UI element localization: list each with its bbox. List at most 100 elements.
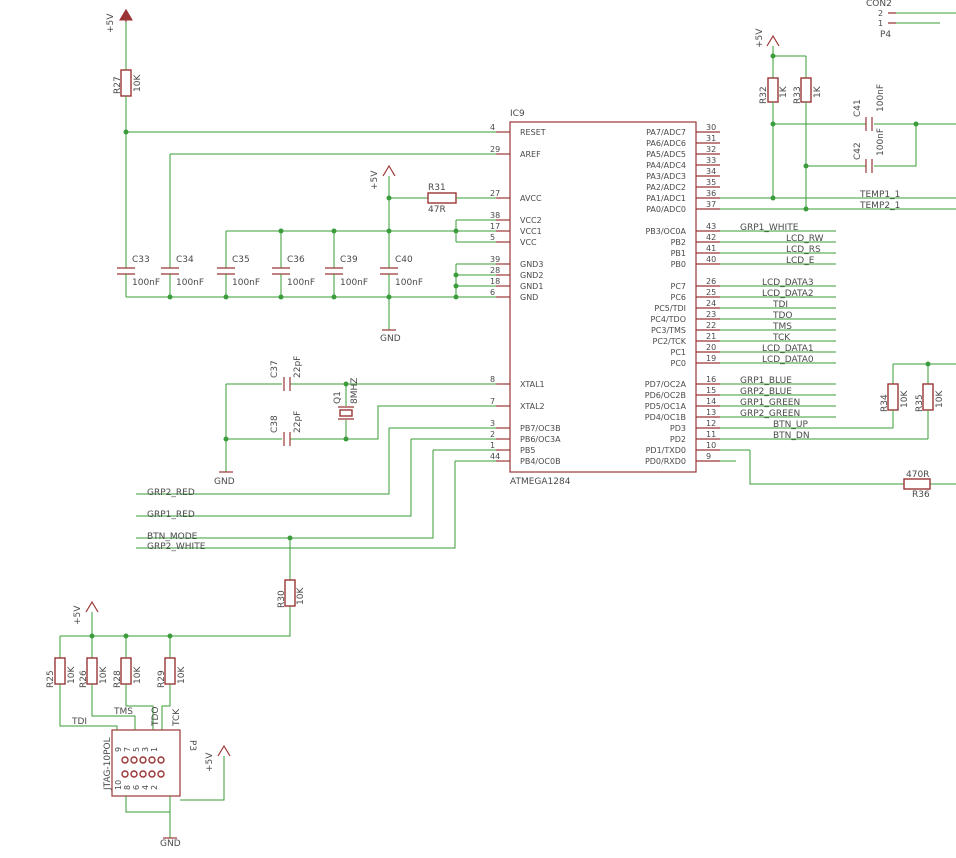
net-label: BTN_UP xyxy=(773,420,808,430)
c40-ref: C40 xyxy=(395,255,413,265)
ic-pin-number: 1 xyxy=(490,441,495,450)
supply-label: +5V xyxy=(106,13,116,33)
r29-value: 10K xyxy=(177,666,187,684)
c33-ref: C33 xyxy=(132,255,150,265)
jtag-pin-pad xyxy=(121,756,129,764)
resistor-r30 xyxy=(284,579,296,607)
ic-pin-number: 28 xyxy=(490,266,500,275)
ic-pin-number: 9 xyxy=(706,452,711,461)
r29-ref: R29 xyxy=(157,670,167,688)
r36-ref: R36 xyxy=(912,490,930,500)
c38-ref: C38 xyxy=(270,415,280,433)
net-grp2-red: GRP2_RED xyxy=(147,488,195,498)
jtag-pin-number: 9 xyxy=(114,747,123,752)
jtag-pin-pad xyxy=(148,756,156,764)
ic-pin-name: PD3 xyxy=(670,424,686,433)
ic-pin-name: PB2 xyxy=(671,238,686,247)
ic-pin-number: 19 xyxy=(706,354,716,363)
net-label: LCD_RW xyxy=(786,234,824,244)
ic-pin-name: VCC2 xyxy=(520,216,542,225)
ic-pin-number: 44 xyxy=(490,452,500,461)
avcc-network: +5V R31 47R xyxy=(370,164,496,300)
ic-atmega1284: IC9 ATMEGA1284 4RESET29AREF27AVCC38VCC21… xyxy=(490,109,720,487)
con2-pin2: 2 xyxy=(878,9,883,18)
ic-pin-name: PB0 xyxy=(671,260,686,269)
ic-pin-number: 6 xyxy=(490,288,495,297)
r26-ref: R26 xyxy=(79,670,89,688)
ic-pin-name: PC3/TMS xyxy=(651,326,686,335)
r31-value: 47R xyxy=(428,205,446,215)
ic-pin-number: 25 xyxy=(706,288,716,297)
jtag-pin-pad xyxy=(130,756,138,764)
ic-pin-name: PC0 xyxy=(671,359,687,368)
jtag-connector-p3 xyxy=(111,729,181,797)
jtag-pin-pad xyxy=(148,770,156,778)
ic-pin-name: GND3 xyxy=(520,260,543,269)
net-label: TEMP2_1 xyxy=(859,201,900,211)
ic-pin-name: XTAL2 xyxy=(520,402,545,411)
resistor-r36 xyxy=(903,478,931,490)
temp-sensor-network: +5V R32 1K R33 1K C41 100nF C42 100nF CO… xyxy=(755,0,956,212)
r31-ref: R31 xyxy=(428,183,446,193)
ic-pin-number: 34 xyxy=(706,167,716,176)
con2-ref: CON2 xyxy=(866,0,892,9)
ic-pin-name: PD6/OC2B xyxy=(645,391,686,400)
ic-pin-name: PD0/RXD0 xyxy=(645,457,686,466)
c39-ref: C39 xyxy=(340,255,358,265)
ic-pin-name: PA7/ADC7 xyxy=(646,128,686,137)
net-label: TDO xyxy=(772,311,793,321)
jtag-pin-pad xyxy=(157,770,165,778)
ic-pin-number: 13 xyxy=(706,408,716,417)
ic-pin-number: 5 xyxy=(490,233,495,242)
ic-pin-number: 37 xyxy=(706,200,716,209)
left-port-nets: GRP2_RED GRP1_RED BTN_MODE GRP2_WHITE R3… xyxy=(60,427,496,637)
jtag-pin-pad xyxy=(139,756,147,764)
ic-pin-name: PA6/ADC6 xyxy=(646,139,686,148)
jtag-pin-number: 3 xyxy=(141,747,150,752)
jtag-net-tdo: TDO xyxy=(151,706,161,727)
net-label: TEMP1_1 xyxy=(859,190,900,200)
ic-pin-name: PA4/ADC4 xyxy=(646,161,686,170)
ic-pin-number: 33 xyxy=(706,156,716,165)
ic-pin-name: VCC1 xyxy=(520,227,542,236)
resistor-r31 xyxy=(427,192,457,204)
ic-pin-name: PB4/OC0B xyxy=(520,457,561,466)
net-label: LCD_DATA0 xyxy=(762,355,814,365)
ic-pin-name: GND1 xyxy=(520,282,543,291)
ic-pin-number: 17 xyxy=(490,222,500,231)
net-label: GRP1_GREEN xyxy=(740,398,800,408)
r30-ref: R30 xyxy=(277,590,287,608)
jtag-pin-number: 5 xyxy=(132,747,141,752)
ic-pin-number: 27 xyxy=(490,189,500,198)
right-port-nets: TEMP1_1TEMP2_1GRP1_WHITELCD_RWLCD_RSLCD_… xyxy=(720,190,956,462)
ic-ref-label: IC9 xyxy=(510,109,525,119)
ic-pin-number: 38 xyxy=(490,211,500,220)
net-btn-mode: BTN_MODE xyxy=(147,532,198,542)
net-label: LCD_DATA2 xyxy=(762,289,814,299)
ic-pin-name: PA2/ADC2 xyxy=(646,183,686,192)
ic-pin-number: 2 xyxy=(490,430,495,439)
ic-pin-number: 26 xyxy=(706,277,716,286)
jtag-pin-number: 2 xyxy=(150,785,159,790)
ic-pin-number: 30 xyxy=(706,123,716,132)
ic-pin-name: PC1 xyxy=(671,348,687,357)
ic-pin-name: PD5/OC1A xyxy=(645,402,687,411)
c37-value: 22pF xyxy=(293,356,303,378)
decoupling-caps: C33 100nF C34 100nF C35 100nF C36 100nF … xyxy=(117,198,496,344)
ic-pin-number: 11 xyxy=(706,430,716,439)
ic-pin-name: PB1 xyxy=(671,249,686,258)
c33-value: 100nF xyxy=(132,278,160,288)
jtag-pin-number: 4 xyxy=(141,785,150,790)
r28-ref: R28 xyxy=(113,670,123,688)
ic-pin-name: PD4/OC1B xyxy=(645,413,686,422)
ic-pin-name: PC5/TDI xyxy=(654,304,686,313)
net-label: GRP2_GREEN xyxy=(740,409,800,419)
r34-value: 10K xyxy=(900,390,910,408)
ic-pin-number: 3 xyxy=(490,419,495,428)
ic-pin-name: PC6 xyxy=(671,293,687,302)
ic-pin-number: 21 xyxy=(706,332,716,341)
ic-pin-number: 29 xyxy=(490,145,500,154)
ic-pin-number: 18 xyxy=(490,277,500,286)
ic-pin-number: 32 xyxy=(706,145,716,154)
r36-value: 470R xyxy=(906,470,929,480)
